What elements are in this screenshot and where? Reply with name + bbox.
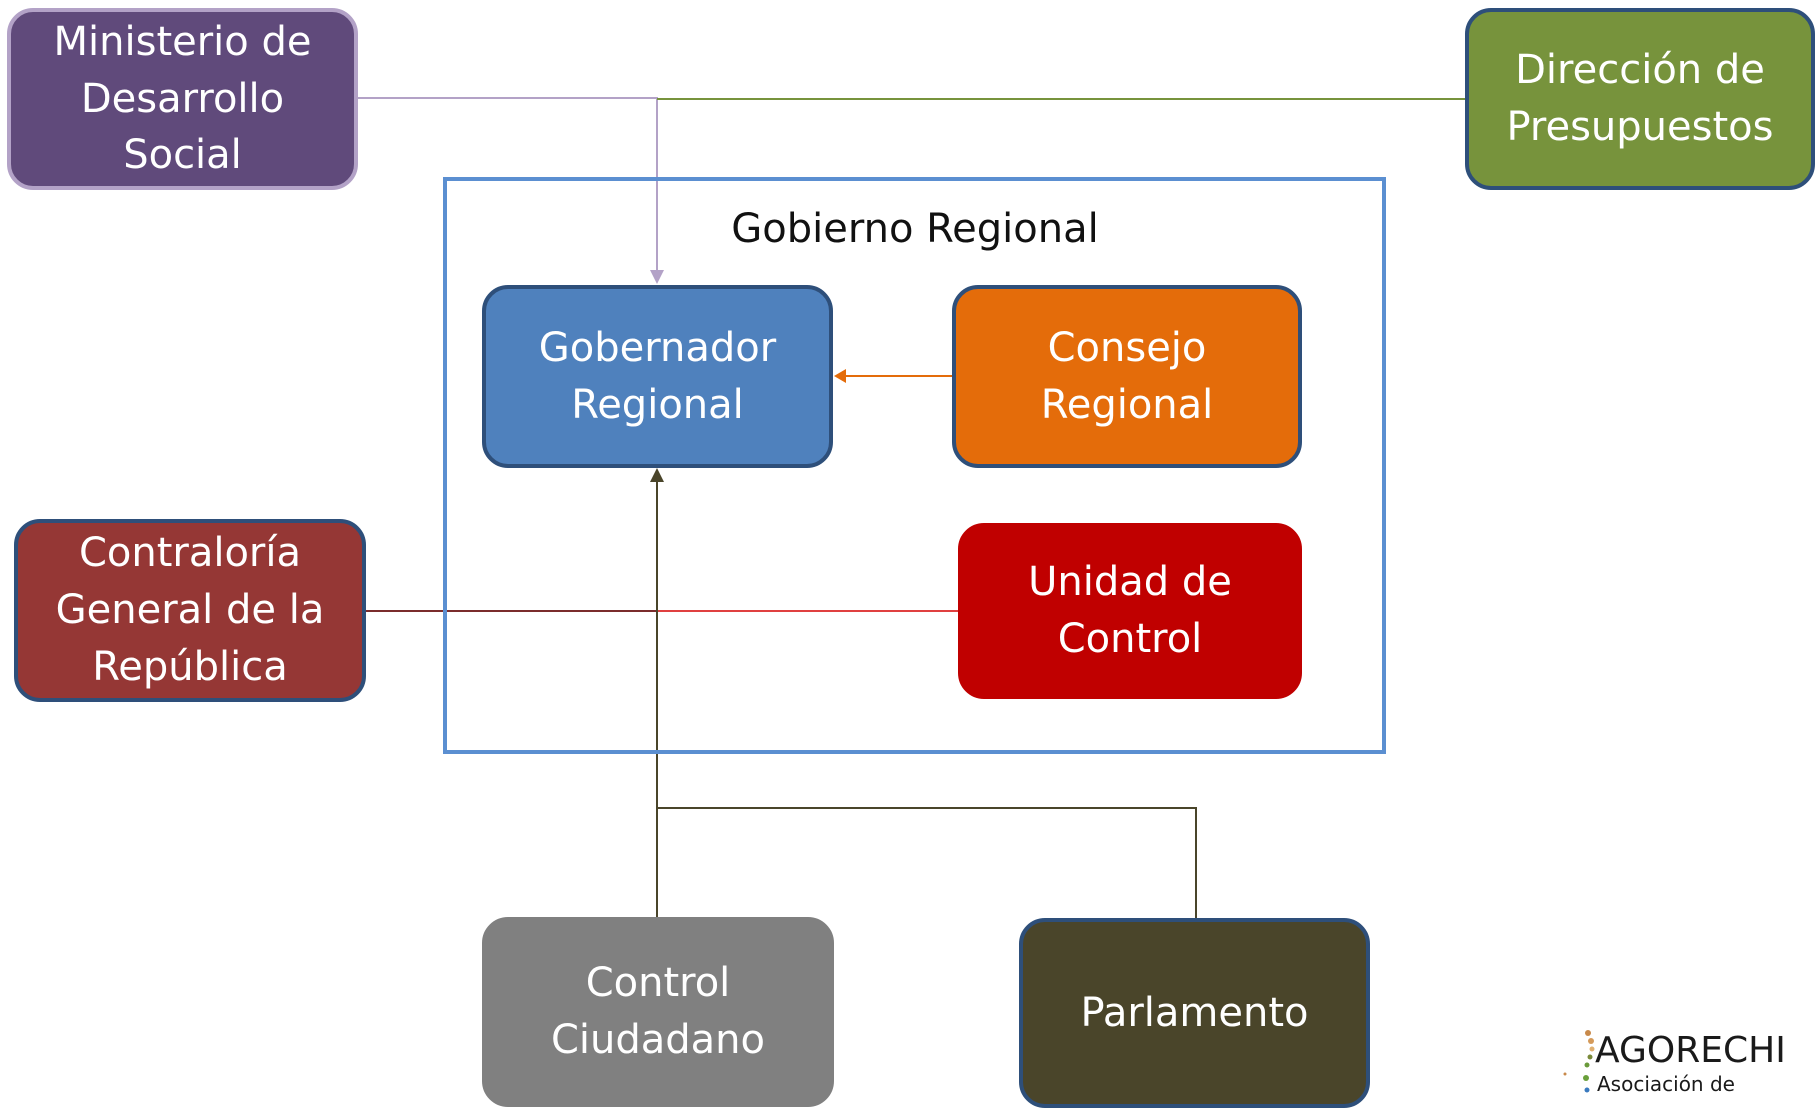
node-contraloria-general[interactable]: Contraloría General de la República: [14, 519, 366, 702]
node-label: Gobernador Regional: [538, 324, 777, 428]
gobierno-regional-title: Gobierno Regional: [731, 206, 1099, 252]
edge-parlamento-gobernador: [657, 807, 1197, 918]
node-ministerio-desarrollo-social[interactable]: Ministerio de Desarrollo Social: [7, 8, 358, 190]
node-label: Contraloría General de la República: [55, 530, 325, 690]
node-label: Dirección de Presupuestos: [1506, 47, 1774, 150]
node-label: Control Ciudadano: [550, 960, 766, 1063]
logo-name: AGORECHI: [1595, 1030, 1786, 1071]
agorechi-logo: AGORECHI Asociación de: [1535, 1030, 1815, 1099]
node-gobernador-regional[interactable]: Gobernador Regional: [482, 285, 833, 468]
logo-dots-icon: [1563, 1030, 1595, 1093]
node-label: Consejo Regional: [1040, 324, 1214, 428]
gobierno-regional-container: [443, 177, 1386, 754]
arrowhead-consejo-gobernador: [834, 369, 846, 383]
arrowhead-control-gobernador: [650, 468, 664, 482]
node-parlamento[interactable]: Parlamento: [1019, 918, 1370, 1108]
node-label: Parlamento: [1080, 989, 1309, 1036]
logo-subtitle: Asociación de: [1597, 1072, 1735, 1096]
node-unidad-de-control[interactable]: Unidad de Control: [958, 523, 1302, 699]
arrowhead-ministerio-gobernador: [650, 270, 664, 284]
node-control-ciudadano[interactable]: Control Ciudadano: [482, 917, 834, 1107]
node-direccion-presupuestos[interactable]: Dirección de Presupuestos: [1465, 8, 1815, 190]
node-consejo-regional[interactable]: Consejo Regional: [952, 285, 1302, 468]
node-label: Unidad de Control: [1028, 559, 1232, 662]
node-label: Ministerio de Desarrollo Social: [53, 18, 312, 179]
